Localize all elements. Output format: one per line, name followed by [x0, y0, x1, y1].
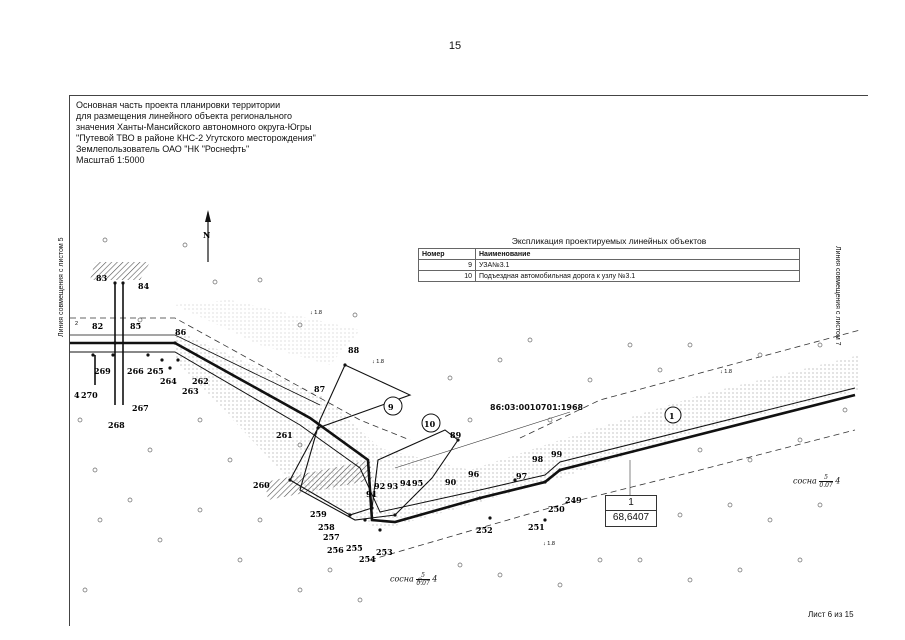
area-number: 1 — [606, 496, 656, 511]
point-label: 95 — [412, 478, 423, 488]
point-label: 89 — [450, 430, 462, 440]
point-label: 255 — [346, 543, 363, 553]
point-label: 268 — [108, 420, 125, 430]
point-label: 99 — [551, 449, 563, 459]
circle-label: 1 — [664, 406, 682, 424]
forest-num: 5 — [819, 474, 833, 482]
point-label: 257 — [323, 532, 340, 542]
circle-label: 10 — [421, 413, 441, 433]
elevation-mark: ↓ 1.8 — [310, 310, 322, 316]
edge-mark: 4 — [74, 390, 80, 400]
forest-num: 5 — [416, 572, 430, 580]
corridor-band — [175, 300, 360, 365]
point-label: 83 — [96, 273, 108, 283]
forest-den: 0.07 — [416, 580, 430, 587]
forest-label: сосна 5 0.07 4 — [793, 474, 840, 489]
row-number: 10 — [418, 270, 476, 282]
leader-line — [394, 411, 571, 469]
point-label: 94 — [400, 478, 412, 488]
area-box: 1 68,6407 — [605, 495, 657, 527]
point-label: 92 — [374, 481, 385, 491]
elevation-mark: ↓ 1.8 — [543, 541, 555, 547]
explication-table: Экспликация проектируемых линейных объек… — [418, 236, 800, 282]
point-label: 96 — [468, 469, 480, 479]
forest-label: сосна 5 0.07 4 — [390, 572, 437, 587]
point-label: 265 — [147, 366, 164, 376]
explication-title: Экспликация проектируемых линейных объек… — [511, 236, 707, 246]
point-label: 249 — [565, 495, 582, 505]
vegetation-symbols — [77, 237, 848, 603]
vertex-markers — [91, 281, 562, 532]
circle-label: 9 — [383, 396, 403, 416]
point-label: 91 — [366, 489, 377, 499]
point-label: 266 — [127, 366, 144, 376]
table-row: 10 Подъездная автомобильная дорога к узл… — [418, 270, 800, 282]
point-label: 269 — [94, 366, 111, 376]
point-label: 82 — [92, 321, 103, 331]
point-label: 98 — [532, 454, 544, 464]
elevation-mark: ↓ 1.8 — [720, 369, 732, 375]
elevation-mark: ↓ 1.8 — [372, 359, 384, 365]
point-label: 88 — [348, 345, 360, 355]
north-label: N — [203, 230, 210, 240]
point-label: 261 — [276, 430, 293, 440]
forest-species: сосна — [390, 574, 414, 584]
title-line: Землепользователь ОАО "НК "Роснефть" — [76, 144, 250, 154]
circle-label-text: 10 — [424, 419, 436, 429]
parcel-boundary — [289, 364, 459, 521]
row-name: Подъездная автомобильная дорога к узлу №… — [475, 270, 800, 282]
point-label: 270 — [81, 390, 98, 400]
title-line: Масштаб 1:5000 — [76, 155, 145, 165]
point-label: 97 — [516, 471, 527, 481]
point-label: 86 — [175, 327, 187, 337]
project-road — [70, 334, 856, 524]
circle-label-text: 9 — [388, 402, 394, 412]
point-label: 250 — [548, 504, 565, 514]
point-label: 260 — [253, 480, 270, 490]
sheet-label: Лист 6 из 15 — [808, 610, 854, 619]
forest-den: 0.07 — [819, 482, 833, 489]
point-label: 85 — [130, 321, 141, 331]
title-line: "Путевой ТВО в районе КНС-2 Угутского ме… — [76, 133, 316, 143]
title-block: Основная часть проекта планировки террит… — [76, 100, 316, 166]
point-label: 264 — [160, 376, 177, 386]
map-frame — [69, 95, 868, 626]
point-label: 87 — [314, 384, 325, 394]
edge-mark: 2 — [75, 321, 78, 327]
parcel-cadastral-number: 86:03:0010701:1968 — [490, 403, 584, 412]
page-number: 15 — [448, 40, 462, 52]
point-labels: 83 84 82 85 86 88 87 269 266 265 264 262… — [81, 273, 582, 564]
point-label: 259 — [310, 509, 327, 519]
hatched-area — [265, 460, 372, 500]
point-label: 256 — [327, 545, 344, 555]
point-label: 252 — [476, 525, 493, 535]
title-line: Основная часть проекта планировки террит… — [76, 100, 281, 110]
point-label: 258 — [318, 522, 335, 532]
point-label: 84 — [138, 281, 150, 291]
forest-suffix: 4 — [432, 574, 438, 584]
area-value: 68,6407 — [612, 512, 650, 523]
table-row: 9 УЗА№3.1 — [418, 259, 800, 271]
point-label: 93 — [387, 481, 399, 491]
title-line: значения Ханты-Мансийского автономного о… — [76, 122, 312, 132]
hatched-area — [90, 262, 150, 280]
point-label: 90 — [445, 477, 457, 487]
point-label: 253 — [376, 547, 393, 557]
point-label: 254 — [359, 554, 376, 564]
north-arrow: N — [203, 210, 211, 262]
forest-suffix: 4 — [835, 476, 841, 486]
title-line: для размещения линейного объекта региона… — [76, 111, 292, 121]
forest-species: сосна — [793, 476, 817, 486]
point-label: 263 — [182, 386, 199, 396]
point-label: 262 — [192, 376, 209, 386]
point-label: 251 — [528, 522, 545, 532]
point-label: 267 — [132, 403, 149, 413]
circle-label-text: 1 — [669, 411, 675, 421]
